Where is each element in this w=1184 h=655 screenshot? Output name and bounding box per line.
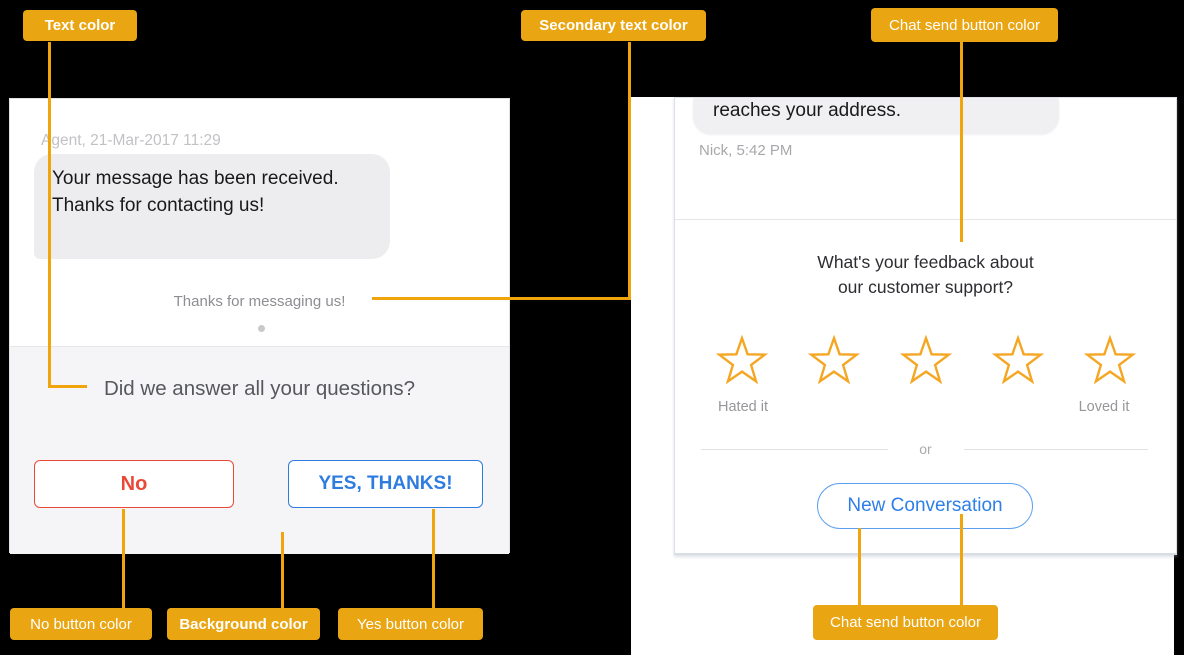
star-rating [675,335,1176,387]
star-icon[interactable] [899,335,952,387]
right-chat-panel: reaches your address. Nick, 5:42 PM What… [674,97,1177,555]
new-conversation-button[interactable]: New Conversation [817,483,1033,529]
left-chat-panel: Agent, 21-Mar-2017 11:29 Your message ha… [9,98,510,554]
scroll-indicator-dot [258,325,265,332]
callout-background-color: Background color [167,608,320,640]
incoming-message-bubble: reaches your address. [693,98,1059,134]
callout-chat-send-button-color-top: Chat send button color [871,8,1058,42]
section-divider [675,219,1176,220]
agent-message-bubble: Your message has been received. Thanks f… [34,154,390,259]
connector-line [372,297,631,300]
no-button[interactable]: No [34,460,234,508]
or-divider-text: or [919,441,932,457]
callout-secondary-text-color: Secondary text color [521,10,706,41]
connector-line [628,42,631,300]
star-icon[interactable] [991,335,1044,387]
callout-no-button-color: No button color [10,608,152,640]
yes-button[interactable]: YES, THANKS! [288,460,483,508]
connector-line [122,509,125,610]
connector-line [960,514,963,607]
survey-question: Did we answer all your questions? [103,377,416,400]
callout-text-color: Text color [23,10,137,41]
connector-line [281,532,284,610]
connector-line [858,528,861,607]
survey-section: Did we answer all your questions? No YES… [10,346,509,554]
connector-line [48,385,87,388]
connector-line [48,42,51,388]
message-timestamp: Agent, 21-Mar-2017 11:29 [41,132,221,149]
or-divider-line [964,449,1148,450]
message-timestamp: Nick, 5:42 PM [699,142,793,159]
or-divider-line [701,449,888,450]
callout-yes-button-color: Yes button color [338,608,483,640]
connector-line [960,42,963,242]
secondary-text: Thanks for messaging us! [173,293,346,310]
star-icon[interactable] [715,335,768,387]
feedback-question: What's your feedback about our customer … [817,252,1034,297]
connector-line [432,509,435,610]
callout-chat-send-button-color-bottom: Chat send button color [813,605,998,640]
rating-label-low: Hated it [718,399,768,415]
star-icon[interactable] [807,335,860,387]
rating-label-high: Loved it [1078,399,1130,415]
star-icon[interactable] [1083,335,1136,387]
